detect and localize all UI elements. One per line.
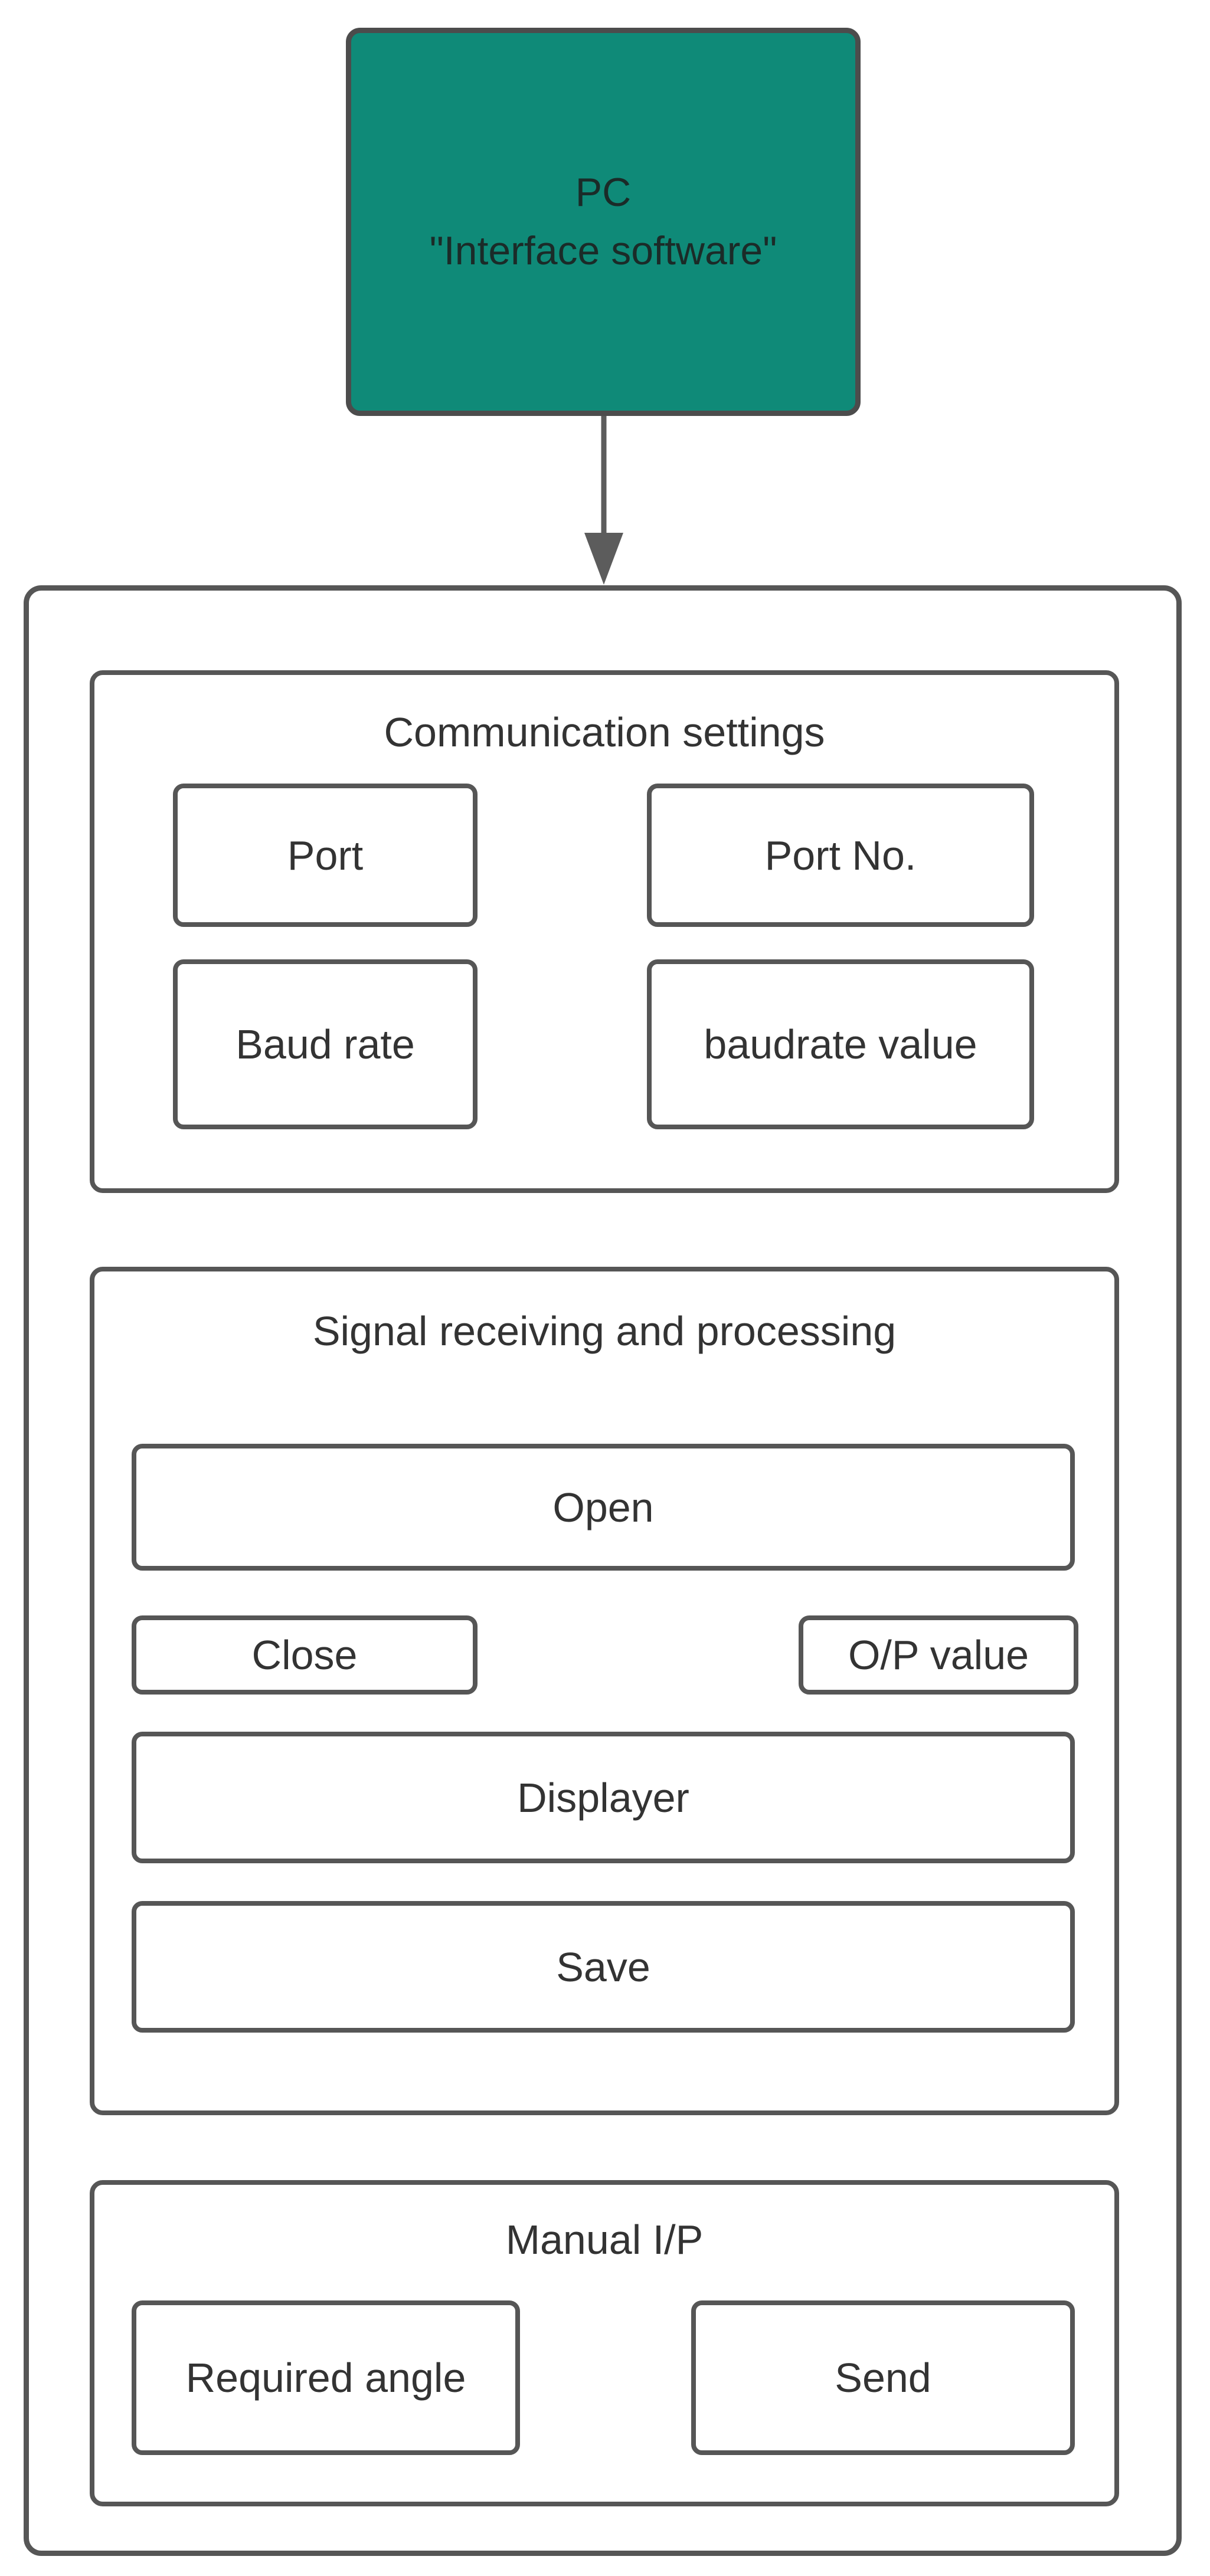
pc-node-line2: "Interface software" <box>429 228 777 273</box>
pc-node-line1: PC <box>575 170 632 215</box>
node-baud-rate-label: Baud rate <box>236 1021 415 1067</box>
node-save-label: Save <box>556 1944 650 1990</box>
node-port-no: Port No. <box>647 784 1034 927</box>
node-required-angle-label: Required angle <box>185 2355 466 2401</box>
node-open: Open <box>132 1444 1075 1571</box>
interface-software-container: Communication settings Port Port No. Bau… <box>24 585 1182 2556</box>
section-title-signal-receiving-processing: Signal receiving and processing <box>312 1308 897 1354</box>
node-port: Port <box>173 784 478 927</box>
node-pc-interface-software: PC "Interface software" <box>346 28 861 416</box>
node-displayer: Displayer <box>132 1732 1075 1863</box>
node-op-value-label: O/P value <box>848 1632 1029 1678</box>
section-signal-receiving-processing: Signal receiving and processing Open Clo… <box>90 1267 1119 2115</box>
node-displayer-label: Displayer <box>517 1774 689 1821</box>
section-title-communication-settings: Communication settings <box>384 709 825 755</box>
node-baud-rate: Baud rate <box>173 959 478 1129</box>
node-close-label: Close <box>251 1632 358 1678</box>
node-save: Save <box>132 1901 1075 2033</box>
section-communication-settings: Communication settings Port Port No. Bau… <box>90 670 1119 1193</box>
node-baudrate-value: baudrate value <box>647 959 1034 1129</box>
node-op-value: O/P value <box>799 1615 1078 1695</box>
down-arrow-connector <box>584 416 623 585</box>
node-send: Send <box>691 2300 1075 2455</box>
section-manual-ip: Manual I/P Required angle Send <box>90 2180 1119 2506</box>
node-port-no-label: Port No. <box>764 832 917 879</box>
node-port-label: Port <box>287 832 364 879</box>
node-close: Close <box>132 1615 478 1695</box>
node-send-label: Send <box>835 2355 931 2401</box>
node-baudrate-value-label: baudrate value <box>704 1021 977 1067</box>
node-open-label: Open <box>552 1484 654 1530</box>
section-title-manual-ip: Manual I/P <box>505 2217 704 2263</box>
node-required-angle: Required angle <box>132 2300 520 2455</box>
